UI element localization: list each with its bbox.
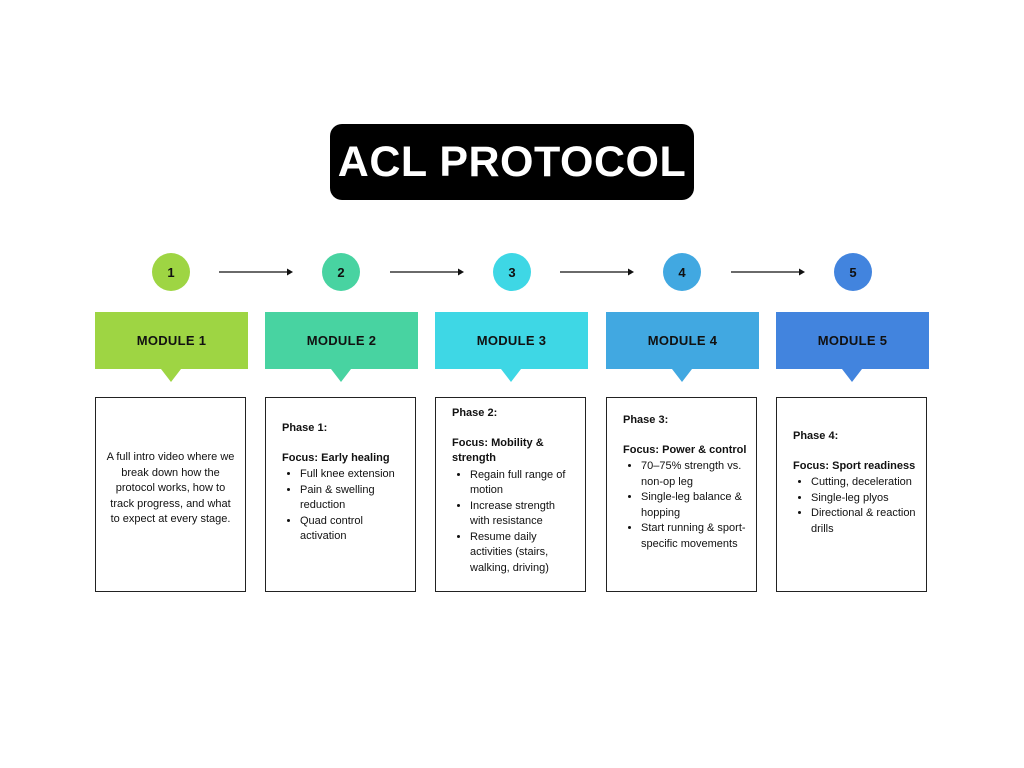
step-circle-2: 2 [322,253,360,291]
bullet-list: Cutting, deceleration Single-leg plyos D… [793,475,918,537]
step-number: 3 [508,264,516,280]
module-card-1: A full intro video where we break down h… [95,397,246,592]
list-item: Cutting, deceleration [811,475,918,491]
module-label: MODULE 4 [647,333,718,348]
list-item: Single-leg plyos [811,491,918,507]
module-header-4: MODULE 4 [606,312,759,382]
step-circle-5: 5 [834,253,872,291]
module-header-1: MODULE 1 [95,312,248,382]
list-item: Pain & swelling reduction [300,483,407,514]
callout-pointer [501,369,521,382]
module-card-2: Phase 1: Focus: Early healing Full knee … [265,397,416,592]
list-item: Regain full range of motion [470,468,577,499]
phase-label: Phase 4: [793,430,839,442]
bullet-list: 70–75% strength vs. non-op leg Single-le… [623,459,748,552]
list-item: Resume daily activities (stairs, walking… [470,530,577,577]
phase-label: Phase 1: [282,422,328,434]
module-card-4: Phase 3: Focus: Power & control 70–75% s… [606,397,757,592]
list-item: Start running & sport-specific movements [641,521,748,552]
step-circle-3: 3 [493,253,531,291]
step-number: 5 [849,264,857,280]
module-card-5: Phase 4: Focus: Sport readiness Cutting,… [776,397,927,592]
step-number: 1 [167,264,175,280]
module-card-3: Phase 2: Focus: Mobility & strength Rega… [435,397,586,592]
callout-pointer [331,369,351,382]
phase-label: Phase 3: [623,414,669,426]
list-item: Single-leg balance & hopping [641,490,748,521]
step-number: 2 [337,264,345,280]
page-title: ACL PROTOCOL [337,137,687,186]
arrow-right-icon [731,268,805,276]
title-banner: ACL PROTOCOL [330,124,694,200]
arrow-right-icon [390,268,464,276]
bullet-list: Full knee extension Pain & swelling redu… [282,467,407,545]
list-item: Directional & reaction drills [811,506,918,537]
list-item: Increase strength with resistance [470,499,577,530]
focus-label: Focus: Mobility & strength [452,436,544,465]
module-label: MODULE 3 [476,333,547,348]
callout-pointer [161,369,181,382]
list-item: Full knee extension [300,467,407,483]
module-header-5: MODULE 5 [776,312,929,382]
callout-pointer [842,369,862,382]
focus-label: Focus: Early healing [282,451,390,464]
module-label: MODULE 2 [306,333,377,348]
step-circle-1: 1 [152,253,190,291]
module-header-3: MODULE 3 [435,312,588,382]
list-item: 70–75% strength vs. non-op leg [641,459,748,490]
focus-label: Focus: Sport readiness [793,459,916,472]
list-item: Quad control activation [300,514,407,545]
module-label: MODULE 1 [136,333,207,348]
module-header-2: MODULE 2 [265,312,418,382]
bullet-list: Regain full range of motion Increase str… [452,468,577,577]
callout-pointer [672,369,692,382]
module-label: MODULE 5 [817,333,888,348]
step-number: 4 [678,264,686,280]
step-circle-4: 4 [663,253,701,291]
focus-label: Focus: Power & control [623,443,747,456]
phase-label: Phase 2: [452,407,498,419]
module-intro-text: A full intro video where we break down h… [106,451,235,525]
arrow-right-icon [219,268,293,276]
arrow-right-icon [560,268,634,276]
